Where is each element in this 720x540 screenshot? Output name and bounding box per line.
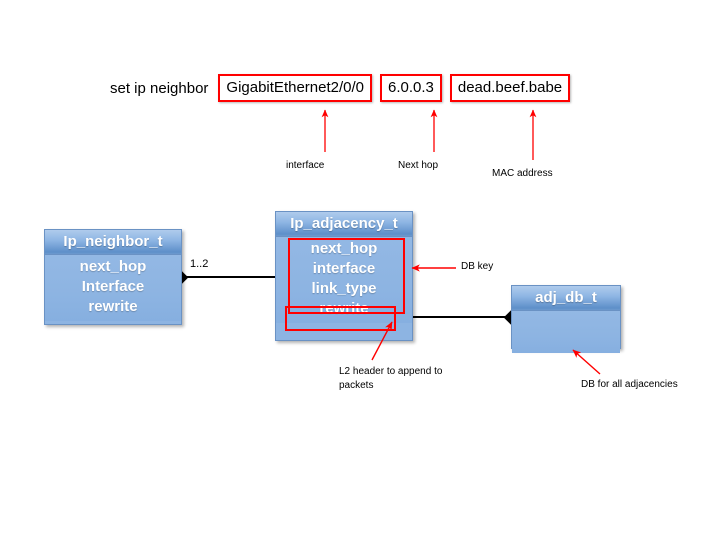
command-token-interface: GigabitEthernet2/0/0 (218, 74, 372, 102)
connector-adjacency-adjdb (412, 316, 512, 318)
caption-interface: interface (286, 160, 325, 171)
field-interface: Interface (81, 277, 145, 295)
field-rewrite: rewrite (88, 297, 138, 315)
field-interface: interface (312, 259, 376, 277)
command-token-mac-address: dead.beef.babe (449, 74, 571, 102)
class-title-adj-db-t: adj_db_t (512, 286, 620, 311)
multiplicity-label: 1..2 (190, 258, 209, 270)
command-token-next-hop: 6.0.0.3 (380, 74, 442, 102)
class-fields-ip-adjacency-t: next_hop interface link_type rewrite (276, 237, 412, 323)
command-line: set ip neighbor GigabitEthernet2/0/0 6.0… (110, 74, 571, 102)
field-next-hop: next_hop (310, 240, 378, 257)
class-box-ip-neighbor-t[interactable]: Ip_neighbor_t next_hop Interface rewrite (44, 229, 182, 325)
caption-l2-header: L2 header to append to packets (339, 366, 443, 391)
class-box-ip-adjacency-t[interactable]: Ip_adjacency_t next_hop interface link_t… (275, 211, 413, 341)
command-label: set ip neighbor (110, 79, 209, 97)
caption-adj-db: DB for all adjacencies (581, 379, 678, 390)
field-next-hop: next_hop (79, 258, 147, 275)
connector-neighbor-adjacency (181, 276, 276, 278)
class-fields-ip-neighbor-t: next_hop Interface rewrite (45, 255, 181, 321)
field-rewrite: rewrite (319, 299, 369, 317)
caption-mac-address: MAC address (492, 168, 553, 179)
class-title-ip-neighbor-t: Ip_neighbor_t (45, 230, 181, 255)
field-link-type: link_type (311, 279, 377, 297)
class-box-adj-db-t[interactable]: adj_db_t (511, 285, 621, 353)
class-title-ip-adjacency-t: Ip_adjacency_t (276, 212, 412, 237)
caption-next-hop: Next hop (398, 160, 439, 171)
arrow-adj-db (572, 349, 601, 375)
caption-db-key: DB key (461, 261, 494, 272)
class-fields-adj-db-t (512, 311, 620, 353)
